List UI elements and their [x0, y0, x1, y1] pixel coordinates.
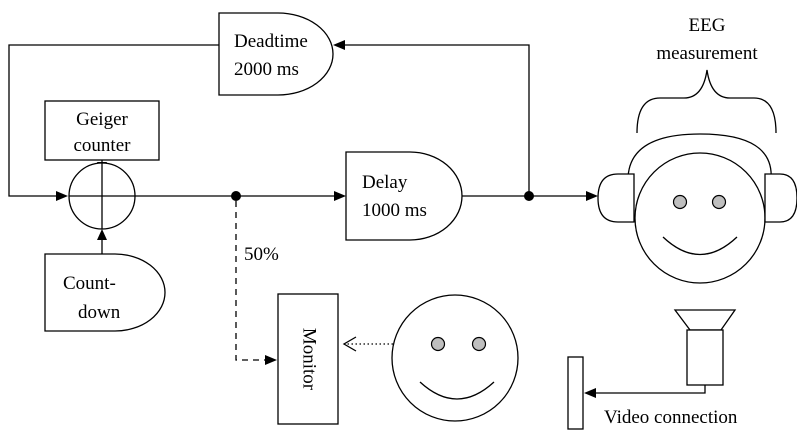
- monitor-label: Monitor: [299, 328, 320, 391]
- geiger-label-line1: Geiger: [76, 109, 128, 130]
- feedback-line-left: [8, 44, 219, 197]
- viewer-face: [391, 294, 519, 422]
- headphone-band: [627, 133, 772, 181]
- eeg-label-line1: EEG: [689, 15, 726, 36]
- subject-smile: [662, 236, 738, 256]
- delay-block: [345, 151, 463, 241]
- countdown-arrowhead: [97, 229, 107, 240]
- deadtime-label-line2: 2000 ms: [234, 59, 299, 80]
- gaze-arrowhead: [342, 336, 357, 352]
- loop-input-arrowhead: [56, 191, 68, 201]
- geiger-counter-box: [44, 100, 160, 161]
- output-junction-dot: [524, 191, 534, 201]
- left-earcup: [597, 173, 635, 223]
- split-junction-dot: [231, 191, 241, 201]
- countdown-label-line1: Count-: [63, 273, 116, 294]
- eeg-brace: [636, 69, 777, 134]
- subject-left-eye: [672, 194, 688, 210]
- delay-label-line2: 1000 ms: [362, 200, 427, 221]
- monitor-arrowhead: [265, 355, 277, 365]
- feedback-arrowhead: [333, 40, 345, 50]
- countdown-label-line2: down: [78, 302, 121, 323]
- recorder-box: [567, 356, 584, 430]
- viewer-right-eye: [471, 336, 487, 352]
- head-input-arrowhead: [586, 191, 598, 201]
- video-cable: [594, 385, 706, 394]
- right-earcup: [764, 173, 797, 223]
- deadtime-block: [218, 12, 334, 96]
- video-arrowhead: [584, 388, 596, 398]
- camera-body: [686, 329, 724, 386]
- countdown-block: [44, 253, 166, 332]
- geiger-label-line2: counter: [74, 135, 132, 156]
- deadtime-label-line1: Deadtime: [234, 31, 308, 52]
- subject-right-eye: [711, 194, 727, 210]
- percent-label: 50%: [244, 244, 279, 265]
- video-connection-label: Video connection: [604, 407, 738, 428]
- delay-input-arrowhead: [334, 191, 346, 201]
- delay-label-line1: Delay: [362, 172, 408, 193]
- dashed-branch-line: [235, 201, 266, 361]
- viewer-left-eye: [430, 336, 446, 352]
- camera-lens: [673, 309, 737, 331]
- feedback-line-right: [343, 44, 530, 196]
- subject-face: [634, 152, 766, 284]
- viewer-smile: [419, 381, 495, 400]
- monitor-box: [277, 293, 339, 425]
- eeg-label-line2: measurement: [656, 43, 758, 64]
